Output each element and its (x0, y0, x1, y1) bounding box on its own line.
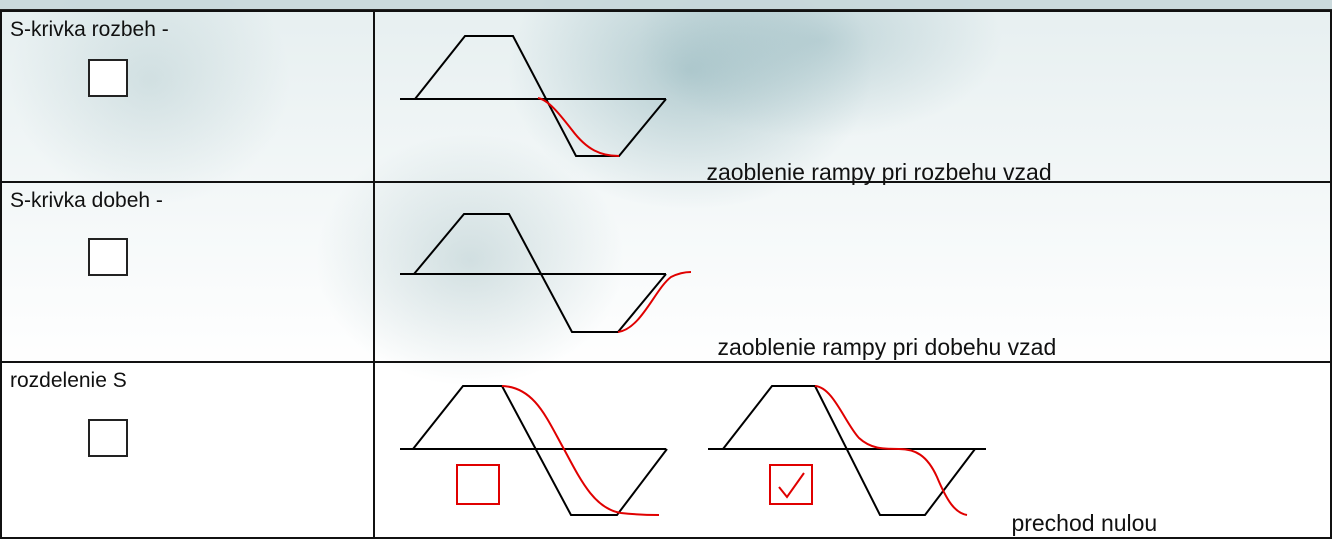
s-split-checkbox[interactable] (88, 419, 128, 457)
s-curve-red (618, 271, 692, 333)
speed-ramp-curve (413, 213, 668, 333)
caption-decel-reverse: zaoblenie rampy pri dobehu vzad (717, 334, 1057, 360)
s-curve-red (538, 97, 620, 157)
example-checkbox-unchecked (456, 464, 501, 505)
caption-accel-reverse: zaoblenie rampy pri rozbehu vzad (706, 159, 1052, 185)
decel-reverse-ramp-diagram (400, 213, 692, 333)
speed-ramp-curve (412, 385, 669, 516)
param-label-s-split: rozdelenie S (10, 369, 127, 392)
s-curve-accel-reverse-checkbox[interactable] (88, 59, 128, 97)
table-row: rozdelenie S prechod nulou (0, 361, 1332, 539)
parameter-table: S-krivka rozbeh - zaoblenie rampy pri ro… (0, 10, 1332, 539)
accel-reverse-ramp-diagram (400, 35, 668, 157)
checkmark-icon (778, 472, 806, 499)
table-row: S-krivka dobeh - zaoblenie rampy pri dob… (0, 181, 1332, 363)
label-cell: S-krivka dobeh - (0, 181, 376, 363)
speed-ramp-curve (722, 385, 977, 516)
param-label-s-curve-decel-reverse: S-krivka dobeh - (10, 189, 163, 212)
diagram-cell: prechod nulou (373, 361, 1332, 539)
caption-zero-crossing: prechod nulou (1011, 510, 1158, 536)
header-strip (0, 0, 1332, 9)
example-split-on (708, 385, 987, 516)
label-cell: S-krivka rozbeh - (0, 10, 376, 183)
table-row: S-krivka rozbeh - zaoblenie rampy pri ro… (0, 10, 1332, 185)
s-curve-decel-reverse-checkbox[interactable] (88, 238, 128, 276)
example-split-off (400, 385, 669, 516)
diagram-cell: zaoblenie rampy pri dobehu vzad (373, 181, 1332, 363)
s-curve-red (815, 385, 968, 516)
header-divider (0, 9, 1332, 11)
zero-crossing-diagrams (400, 385, 987, 516)
s-curve-red (502, 385, 660, 516)
label-cell: rozdelenie S (0, 361, 376, 539)
param-label-s-curve-accel-reverse: S-krivka rozbeh - (10, 18, 169, 41)
speed-ramp-curve (414, 35, 668, 157)
example-checkbox-checked (769, 464, 814, 505)
diagram-cell: zaoblenie rampy pri rozbehu vzad (373, 10, 1332, 185)
